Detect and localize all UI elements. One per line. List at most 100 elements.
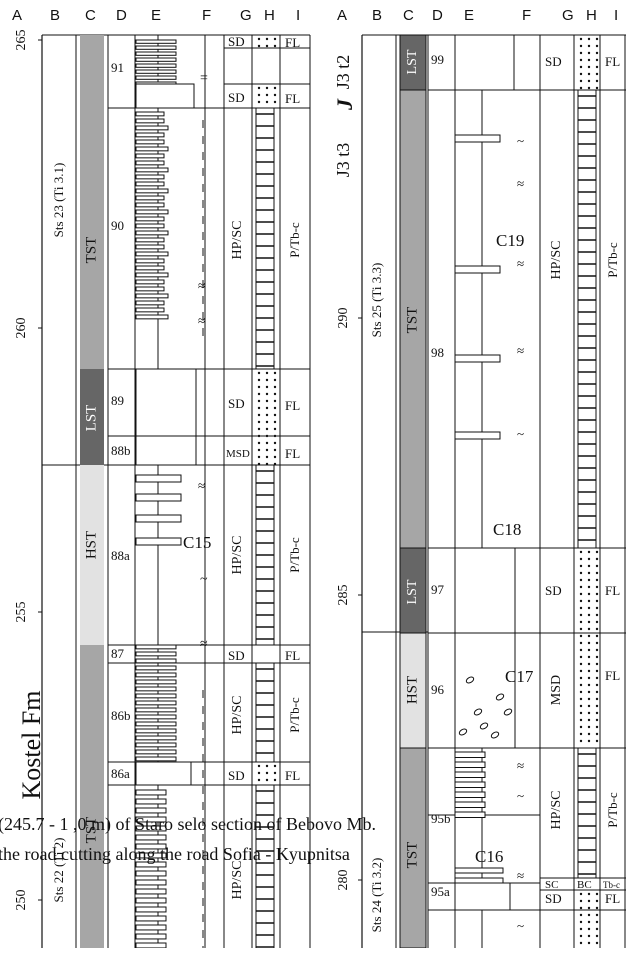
thin-bed bbox=[136, 245, 164, 249]
sand-dot bbox=[274, 428, 276, 430]
thin-bed bbox=[136, 475, 181, 482]
sand-dot bbox=[580, 907, 582, 909]
ripple-symbol: ≈ bbox=[517, 176, 524, 191]
sand-dot bbox=[580, 705, 582, 707]
thin-bed bbox=[136, 652, 176, 656]
sand-dot bbox=[266, 393, 268, 395]
sand-dot bbox=[274, 414, 276, 416]
thin-bed bbox=[136, 916, 166, 921]
thin-bed bbox=[136, 196, 164, 200]
sand-dot bbox=[596, 900, 598, 902]
column-letter-I: I bbox=[296, 7, 300, 24]
thin-bed bbox=[136, 112, 164, 116]
process-label: FL bbox=[285, 91, 300, 106]
sand-dot bbox=[266, 407, 268, 409]
sand-bed bbox=[455, 548, 515, 633]
thin-bed bbox=[455, 772, 485, 778]
process-label: FL bbox=[605, 891, 620, 906]
sand-dot bbox=[274, 45, 276, 47]
thin-bed bbox=[136, 729, 176, 733]
sand-dot bbox=[588, 642, 590, 644]
sand-dot bbox=[596, 586, 598, 588]
column-letter-A: A bbox=[12, 7, 22, 24]
sand-dot bbox=[588, 586, 590, 588]
bed-number: 97 bbox=[431, 582, 445, 597]
thin-bed bbox=[136, 308, 164, 312]
sand-dot bbox=[596, 649, 598, 651]
ripple-symbol: ~ bbox=[517, 918, 524, 933]
sand-dot bbox=[266, 428, 268, 430]
thin-bed bbox=[136, 743, 176, 747]
sand-dot bbox=[588, 900, 590, 902]
process-label: P/Tb-c bbox=[605, 242, 620, 278]
thin-bed bbox=[136, 287, 164, 291]
facies-label: HP/SC bbox=[549, 791, 564, 830]
sand-dot bbox=[258, 456, 260, 458]
sand-dot bbox=[274, 449, 276, 451]
sand-dot bbox=[274, 87, 276, 89]
sand-dot bbox=[588, 907, 590, 909]
sand-dot bbox=[274, 407, 276, 409]
sequence-label: Sts 23 (Ti 3.1) bbox=[51, 163, 66, 238]
sand-dot bbox=[596, 691, 598, 693]
sand-dot bbox=[258, 442, 260, 444]
facies-label: SD bbox=[228, 648, 245, 663]
bed-number: 98 bbox=[431, 345, 444, 360]
sand-dot bbox=[596, 935, 598, 937]
thin-bed bbox=[136, 147, 168, 151]
sand-dot bbox=[596, 87, 598, 89]
sand-dot bbox=[596, 59, 598, 61]
scale-label: 280 bbox=[336, 870, 351, 891]
tract-label: TST bbox=[83, 237, 99, 264]
system-tract-tst bbox=[80, 35, 104, 369]
thin-bed bbox=[455, 752, 485, 758]
sand-dot bbox=[596, 565, 598, 567]
sand-dot bbox=[258, 463, 260, 465]
sand-dot bbox=[580, 38, 582, 40]
process-label: FL bbox=[285, 398, 300, 413]
sand-dot bbox=[266, 87, 268, 89]
sand-dot bbox=[266, 379, 268, 381]
thin-bed bbox=[136, 943, 166, 948]
sand-dot bbox=[588, 712, 590, 714]
thin-bed bbox=[455, 355, 500, 362]
column-letter-F: F bbox=[202, 7, 211, 24]
formation-label: Kostel Fm bbox=[17, 690, 46, 799]
process-label: Tb-c bbox=[603, 880, 620, 890]
sand-dot bbox=[266, 45, 268, 47]
thin-bed bbox=[455, 782, 485, 788]
process-label: P/Tb-c bbox=[605, 792, 620, 828]
sand-dot bbox=[580, 80, 582, 82]
ripple-symbol: ≈ bbox=[198, 313, 205, 328]
bed-number: 95b bbox=[431, 811, 451, 826]
sand-dot bbox=[266, 372, 268, 374]
sand-dot bbox=[596, 921, 598, 923]
bed-number: 87 bbox=[111, 646, 125, 661]
column-letter-G: G bbox=[562, 7, 574, 24]
thin-bed bbox=[136, 494, 181, 501]
cycle-label: C16 bbox=[475, 847, 503, 866]
sand-dot bbox=[580, 921, 582, 923]
thin-bed bbox=[136, 203, 164, 207]
thin-bed bbox=[455, 868, 503, 873]
sand-dot bbox=[588, 935, 590, 937]
thin-bed bbox=[136, 659, 176, 663]
sand-dot bbox=[588, 607, 590, 609]
sand-dot bbox=[596, 607, 598, 609]
facies-label: SC bbox=[545, 879, 558, 891]
sand-dot bbox=[266, 435, 268, 437]
thin-bed bbox=[136, 40, 176, 43]
sand-dot bbox=[266, 101, 268, 103]
sand-dot bbox=[596, 593, 598, 595]
sand-dot bbox=[588, 677, 590, 679]
thin-bed bbox=[136, 224, 164, 228]
thin-bed bbox=[136, 64, 176, 67]
sand-dot bbox=[258, 379, 260, 381]
process-label: FL bbox=[285, 446, 300, 461]
tract-label: TST bbox=[404, 307, 420, 334]
sequence-label: Sts 25 (Ti 3.3) bbox=[369, 263, 384, 338]
sand-dot bbox=[580, 935, 582, 937]
sand-dot bbox=[588, 66, 590, 68]
tract-label: HST bbox=[404, 676, 420, 704]
